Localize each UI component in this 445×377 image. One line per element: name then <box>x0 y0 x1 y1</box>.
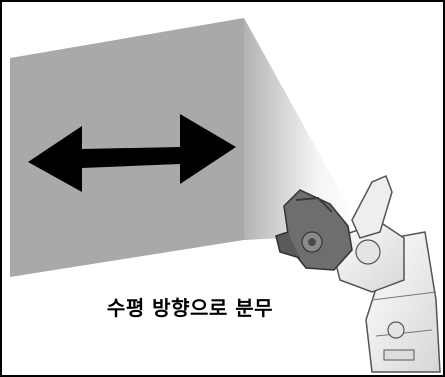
double-headed-horizontal-arrow-icon <box>28 114 236 192</box>
wall-front-face <box>10 18 244 277</box>
painting-robot-arm-icon <box>275 175 441 373</box>
spray-direction-caption: 수평 방향으로 분무 <box>106 296 274 320</box>
wall-side-face <box>244 18 356 240</box>
